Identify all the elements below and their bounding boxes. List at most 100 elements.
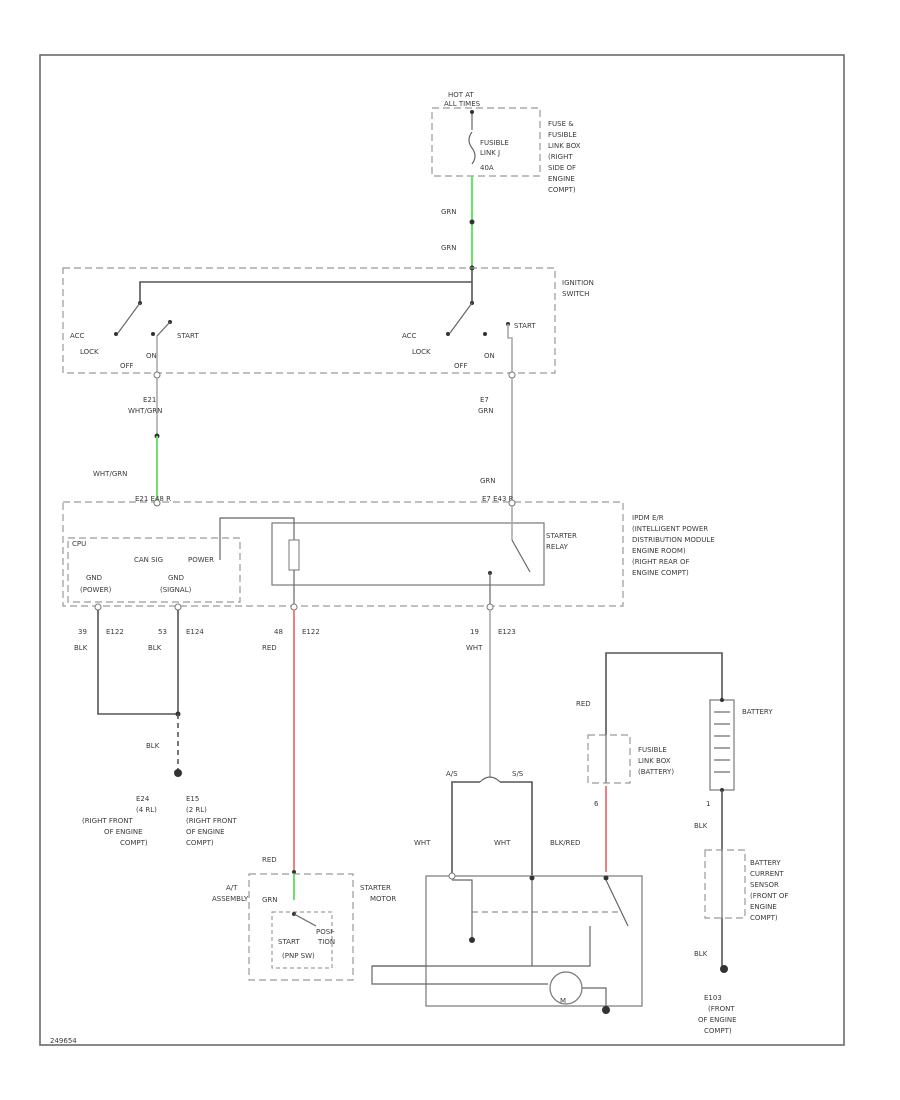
svg-text:ENGINE: ENGINE bbox=[548, 175, 575, 183]
svg-text:COMPT): COMPT) bbox=[704, 1027, 732, 1035]
sensor-name-5: ENGINE bbox=[750, 903, 777, 911]
ipdm-in-right bbox=[508, 499, 516, 507]
ignition-switch: IGNITION SWITCH ACC LOCK OFF ON START AC… bbox=[62, 267, 594, 374]
sensor-name-4: (FRONT OF bbox=[750, 892, 788, 900]
grn-label-mid: GRN bbox=[441, 244, 457, 252]
sensor-blk-label: BLK bbox=[694, 950, 708, 958]
hot-label-2: ALL TIMES bbox=[444, 100, 481, 108]
at-name-2: ASSEMBLY bbox=[212, 895, 249, 903]
battery: BATTERY bbox=[709, 698, 773, 792]
svg-text:(4 RL): (4 RL) bbox=[136, 806, 157, 814]
pnp-switch-box bbox=[271, 911, 333, 969]
at-name-1: A/T bbox=[226, 884, 238, 892]
at-pin: GRN bbox=[262, 896, 278, 904]
left-color-lower: WHT/GRN bbox=[93, 470, 127, 478]
svg-text:ALL TIMES: ALL TIMES bbox=[444, 100, 481, 108]
svg-text:(2 RL): (2 RL) bbox=[186, 806, 207, 814]
ipdm-name-6: ENGINE COMPT) bbox=[632, 569, 689, 577]
red-pin-no: 48 bbox=[274, 628, 283, 636]
starter-pin-1 bbox=[448, 872, 456, 880]
fuse-element bbox=[468, 131, 476, 165]
svg-text:E103: E103 bbox=[704, 994, 722, 1002]
svg-text:E24: E24 bbox=[136, 795, 150, 803]
gnd2-pin bbox=[174, 603, 182, 611]
ss-wire bbox=[500, 781, 533, 875]
relay-name-2: RELAY bbox=[546, 543, 569, 551]
gnd1-label: GND bbox=[86, 574, 102, 582]
motor-ground-lead bbox=[582, 987, 607, 1010]
ign-right-blade bbox=[449, 302, 473, 334]
battery-positive-wire bbox=[605, 652, 723, 735]
starter-name-1: STARTER bbox=[360, 884, 391, 892]
sensor-name-6: COMPT) bbox=[750, 914, 778, 922]
ground-left-label: E24 (4 RL) (RIGHT FRONT OF ENGINE COMPT) bbox=[82, 795, 157, 847]
ignition-switch-name-2: SWITCH bbox=[562, 290, 589, 298]
ipdm-module: E21 E48 R E7 E43 R IPDM E/R (INTELLIGENT… bbox=[62, 495, 715, 607]
wht-color: WHT bbox=[466, 644, 483, 652]
svg-text:OF ENGINE: OF ENGINE bbox=[698, 1016, 737, 1024]
svg-text:(RIGHT: (RIGHT bbox=[548, 153, 573, 161]
as-wire bbox=[451, 781, 480, 875]
svg-text:HOT AT: HOT AT bbox=[448, 91, 475, 99]
fusible-link-j-2: LINK J bbox=[480, 149, 500, 157]
gnd1-sub: (POWER) bbox=[80, 586, 112, 594]
ipdm-name-4: ENGINE ROOM) bbox=[632, 547, 686, 555]
motor-ground bbox=[602, 1006, 610, 1014]
batt-blk-label: BLK bbox=[694, 822, 708, 830]
cpu-box bbox=[67, 537, 241, 603]
svg-text:LINK BOX: LINK BOX bbox=[548, 142, 581, 150]
blk-red-label: BLK/RED bbox=[550, 839, 580, 847]
wht-a-label: WHT bbox=[414, 839, 431, 847]
gnd2-label: GND bbox=[168, 574, 184, 582]
ign-left-acc: ACC bbox=[70, 332, 85, 340]
gnd2-conn: E124 bbox=[186, 628, 204, 636]
left-pin-label: E21 bbox=[143, 396, 156, 404]
ign-right-lock: LOCK bbox=[412, 348, 431, 356]
gnd1-color: BLK bbox=[74, 644, 88, 652]
fuse-box-location: FUSE & FUSIBLE LINK BOX (RIGHT SIDE OF E… bbox=[548, 120, 581, 194]
gnd-color-lower: BLK bbox=[146, 742, 160, 750]
red-batt-label: RED bbox=[576, 700, 591, 708]
pnp-label-1: START bbox=[278, 938, 300, 946]
gnd1-wire bbox=[97, 610, 178, 715]
hold-coil bbox=[452, 879, 473, 940]
ign-left-start: START bbox=[177, 332, 199, 340]
fuse-pin: 40A bbox=[480, 164, 494, 172]
starter-pin-3 bbox=[603, 875, 609, 881]
ipdm-name-2: (INTELLIGENT POWER bbox=[632, 525, 708, 533]
gnd1-pin bbox=[94, 603, 102, 611]
starter-name-2: MOTOR bbox=[370, 895, 396, 903]
ign-left-off: OFF bbox=[120, 362, 134, 370]
ipdm-name-5: (RIGHT REAR OF bbox=[632, 558, 690, 566]
wht-pin bbox=[486, 603, 494, 611]
svg-text:SIDE OF: SIDE OF bbox=[548, 164, 576, 172]
gnd2-sub: (SIGNAL) bbox=[160, 586, 192, 594]
fusible-link-j-1: FUSIBLE bbox=[480, 139, 509, 147]
batt-pin-label: 1 bbox=[706, 800, 710, 808]
battery-ground-label: E103 (FRONT OF ENGINE COMPT) bbox=[698, 994, 737, 1035]
ign-right-start: START bbox=[514, 322, 536, 330]
grn-splice-dot bbox=[469, 219, 475, 225]
red-conn: E122 bbox=[302, 628, 320, 636]
fusible-link-box: HOT AT ALL TIMES FUSIBLE LINK J 40A FUSE… bbox=[431, 91, 581, 194]
right-color-lower: GRN bbox=[480, 477, 496, 485]
relay-coil bbox=[288, 539, 300, 571]
pnp-label-2: POSI- bbox=[316, 928, 335, 936]
ignition-switch-outline bbox=[62, 267, 556, 374]
gnd2-pin-no: 53 bbox=[158, 628, 167, 636]
ignition-switch-name-1: IGNITION bbox=[562, 279, 594, 287]
relay-contact bbox=[511, 539, 531, 573]
gnd2-color: BLK bbox=[148, 644, 162, 652]
ign-right-out bbox=[507, 324, 513, 373]
starter-outline bbox=[425, 875, 643, 1007]
svg-text:FUSIBLE: FUSIBLE bbox=[548, 131, 577, 139]
ground-right-label: E15 (2 RL) (RIGHT FRONT OF ENGINE COMPT) bbox=[186, 795, 237, 847]
sensor-name-3: SENSOR bbox=[750, 881, 779, 889]
at-assembly: A/T ASSEMBLY GRN START POSI- TION (PNP S… bbox=[212, 873, 354, 981]
relay-name-1: STARTER bbox=[546, 532, 577, 540]
svg-text:FUSE &: FUSE & bbox=[548, 120, 574, 128]
cpu-label: CPU bbox=[72, 540, 86, 548]
ipdm-left-pin: E21 E48 R bbox=[135, 495, 171, 503]
wht-b-label: WHT bbox=[494, 839, 511, 847]
ipdm-name-3: DISTRIBUTION MODULE bbox=[632, 536, 715, 544]
